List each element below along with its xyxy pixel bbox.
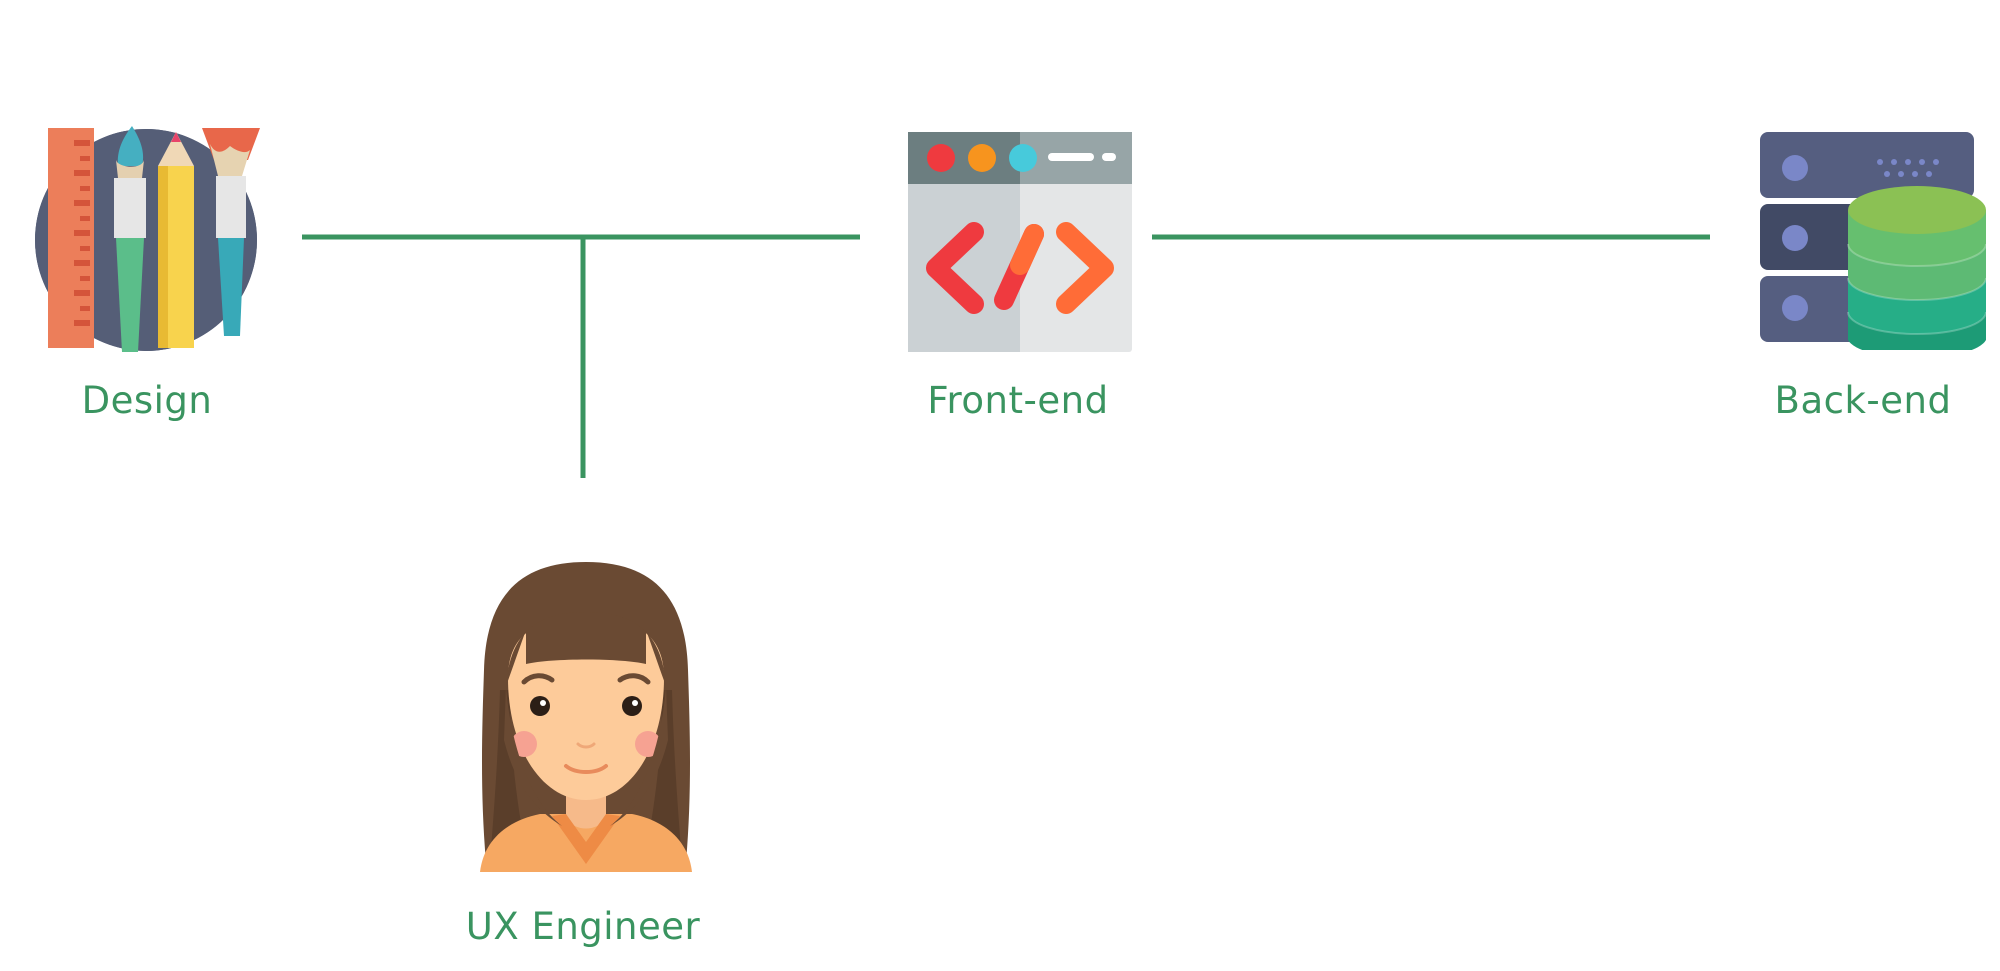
node-label-design: Design: [81, 379, 213, 422]
node-label-frontend: Front-end: [927, 379, 1109, 422]
code-browser-icon: [908, 132, 1132, 352]
node-label-ux-engineer: UX Engineer: [465, 905, 701, 948]
server-database-icon: [1760, 132, 1986, 350]
person-avatar-icon: [480, 562, 692, 872]
design-tools-icon: [35, 126, 260, 352]
node-label-backend: Back-end: [1774, 379, 1952, 422]
